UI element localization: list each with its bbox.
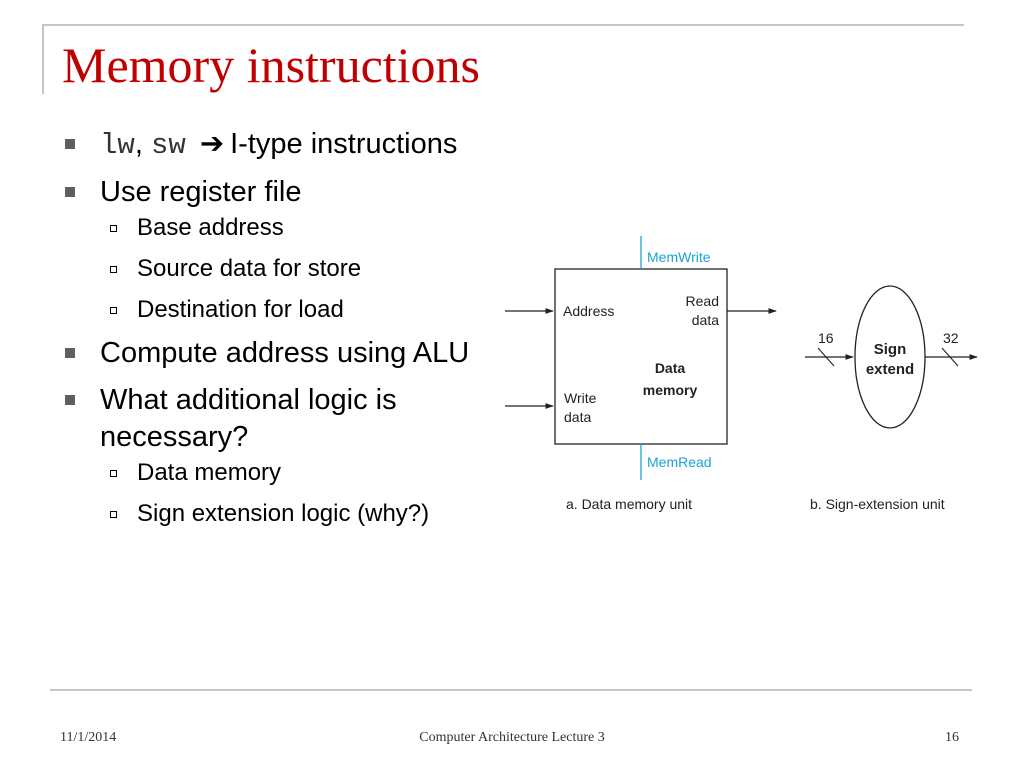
bullet-item: lw, sw ➔I-type instructions (62, 126, 502, 164)
memwrite-label: MemWrite (647, 249, 711, 265)
bullet-text: Compute address using ALU (100, 337, 470, 369)
sub-bullet-text: Base address (137, 214, 284, 241)
sign-extend-title-2: extend (866, 361, 914, 378)
hollow-square-bullet-icon (110, 470, 117, 477)
sub-bullet-item: Data memory (100, 458, 502, 488)
data-memory-box (554, 268, 728, 445)
bullet-item: Use register file Base address Source da… (62, 174, 502, 325)
output-width-label: 32 (943, 330, 959, 346)
memory-figure: MemWrite Address Read data Data memory W… (500, 236, 990, 531)
sub-bullet-text: Data memory (137, 459, 282, 486)
address-label: Address (563, 303, 614, 319)
slide-title: Memory instructions (62, 37, 481, 93)
square-bullet-icon (65, 348, 75, 358)
write-label: Write (564, 390, 597, 406)
memread-label: MemRead (647, 454, 712, 470)
data-memory-caption: a. Data memory unit (566, 496, 692, 512)
bullet-text: I-type instructions (230, 128, 458, 160)
sub-bullet-item: Base address (100, 213, 502, 243)
read-data-label: data (692, 312, 719, 328)
footer-date: 11/1/2014 (60, 730, 117, 745)
footer-title: Computer Architecture Lecture 3 (419, 730, 605, 745)
sign-extend-caption: b. Sign-extension unit (810, 496, 945, 512)
left-rule (42, 24, 44, 94)
sub-bullet-text: Sign extension logic (why?) (137, 500, 430, 527)
footer-rule (50, 689, 972, 691)
code-sw: sw (150, 129, 186, 162)
bus-width-slash (817, 347, 835, 367)
hollow-square-bullet-icon (110, 266, 117, 273)
sub-bullet-item: Source data for store (100, 254, 502, 284)
data-memory-title-2: memory (643, 382, 698, 398)
bullet-text: What additional logic is necessary? (100, 384, 397, 453)
comma: , (134, 128, 143, 160)
sub-bullet-item: Sign extension logic (why?) (100, 499, 502, 529)
bullet-item: What additional logic is necessary? Data… (62, 382, 502, 529)
page-number: 16 (945, 730, 959, 745)
data-memory-title-1: Data (655, 360, 686, 376)
sub-bullet-list: Data memory Sign extension logic (why?) (100, 458, 502, 529)
sub-bullet-text: Destination for load (137, 296, 344, 323)
bus-width-slash (941, 347, 959, 367)
hollow-square-bullet-icon (110, 307, 117, 314)
right-arrow-icon: ➔ (199, 128, 225, 160)
figure-diagram: MemWrite Address Read data Data memory W… (505, 236, 978, 512)
hollow-square-bullet-icon (110, 511, 117, 518)
top-rule (42, 24, 964, 26)
sub-bullet-item: Destination for load (100, 295, 502, 325)
bullet-item: Compute address using ALU (62, 335, 502, 372)
input-width-label: 16 (818, 330, 834, 346)
square-bullet-icon (65, 139, 75, 149)
code-lw: lw (100, 129, 135, 162)
sub-bullet-text: Source data for store (137, 255, 362, 282)
bullet-list: lw, sw ➔I-type instructions Use register… (62, 126, 502, 539)
square-bullet-icon (65, 187, 75, 197)
square-bullet-icon (65, 395, 75, 405)
sub-bullet-list: Base address Source data for store Desti… (100, 213, 502, 325)
sign-extend-title-1: Sign (874, 341, 907, 358)
hollow-square-bullet-icon (110, 225, 117, 232)
write-data-label: data (564, 409, 591, 425)
read-label: Read (686, 293, 719, 309)
bullet-text: Use register file (100, 176, 302, 208)
